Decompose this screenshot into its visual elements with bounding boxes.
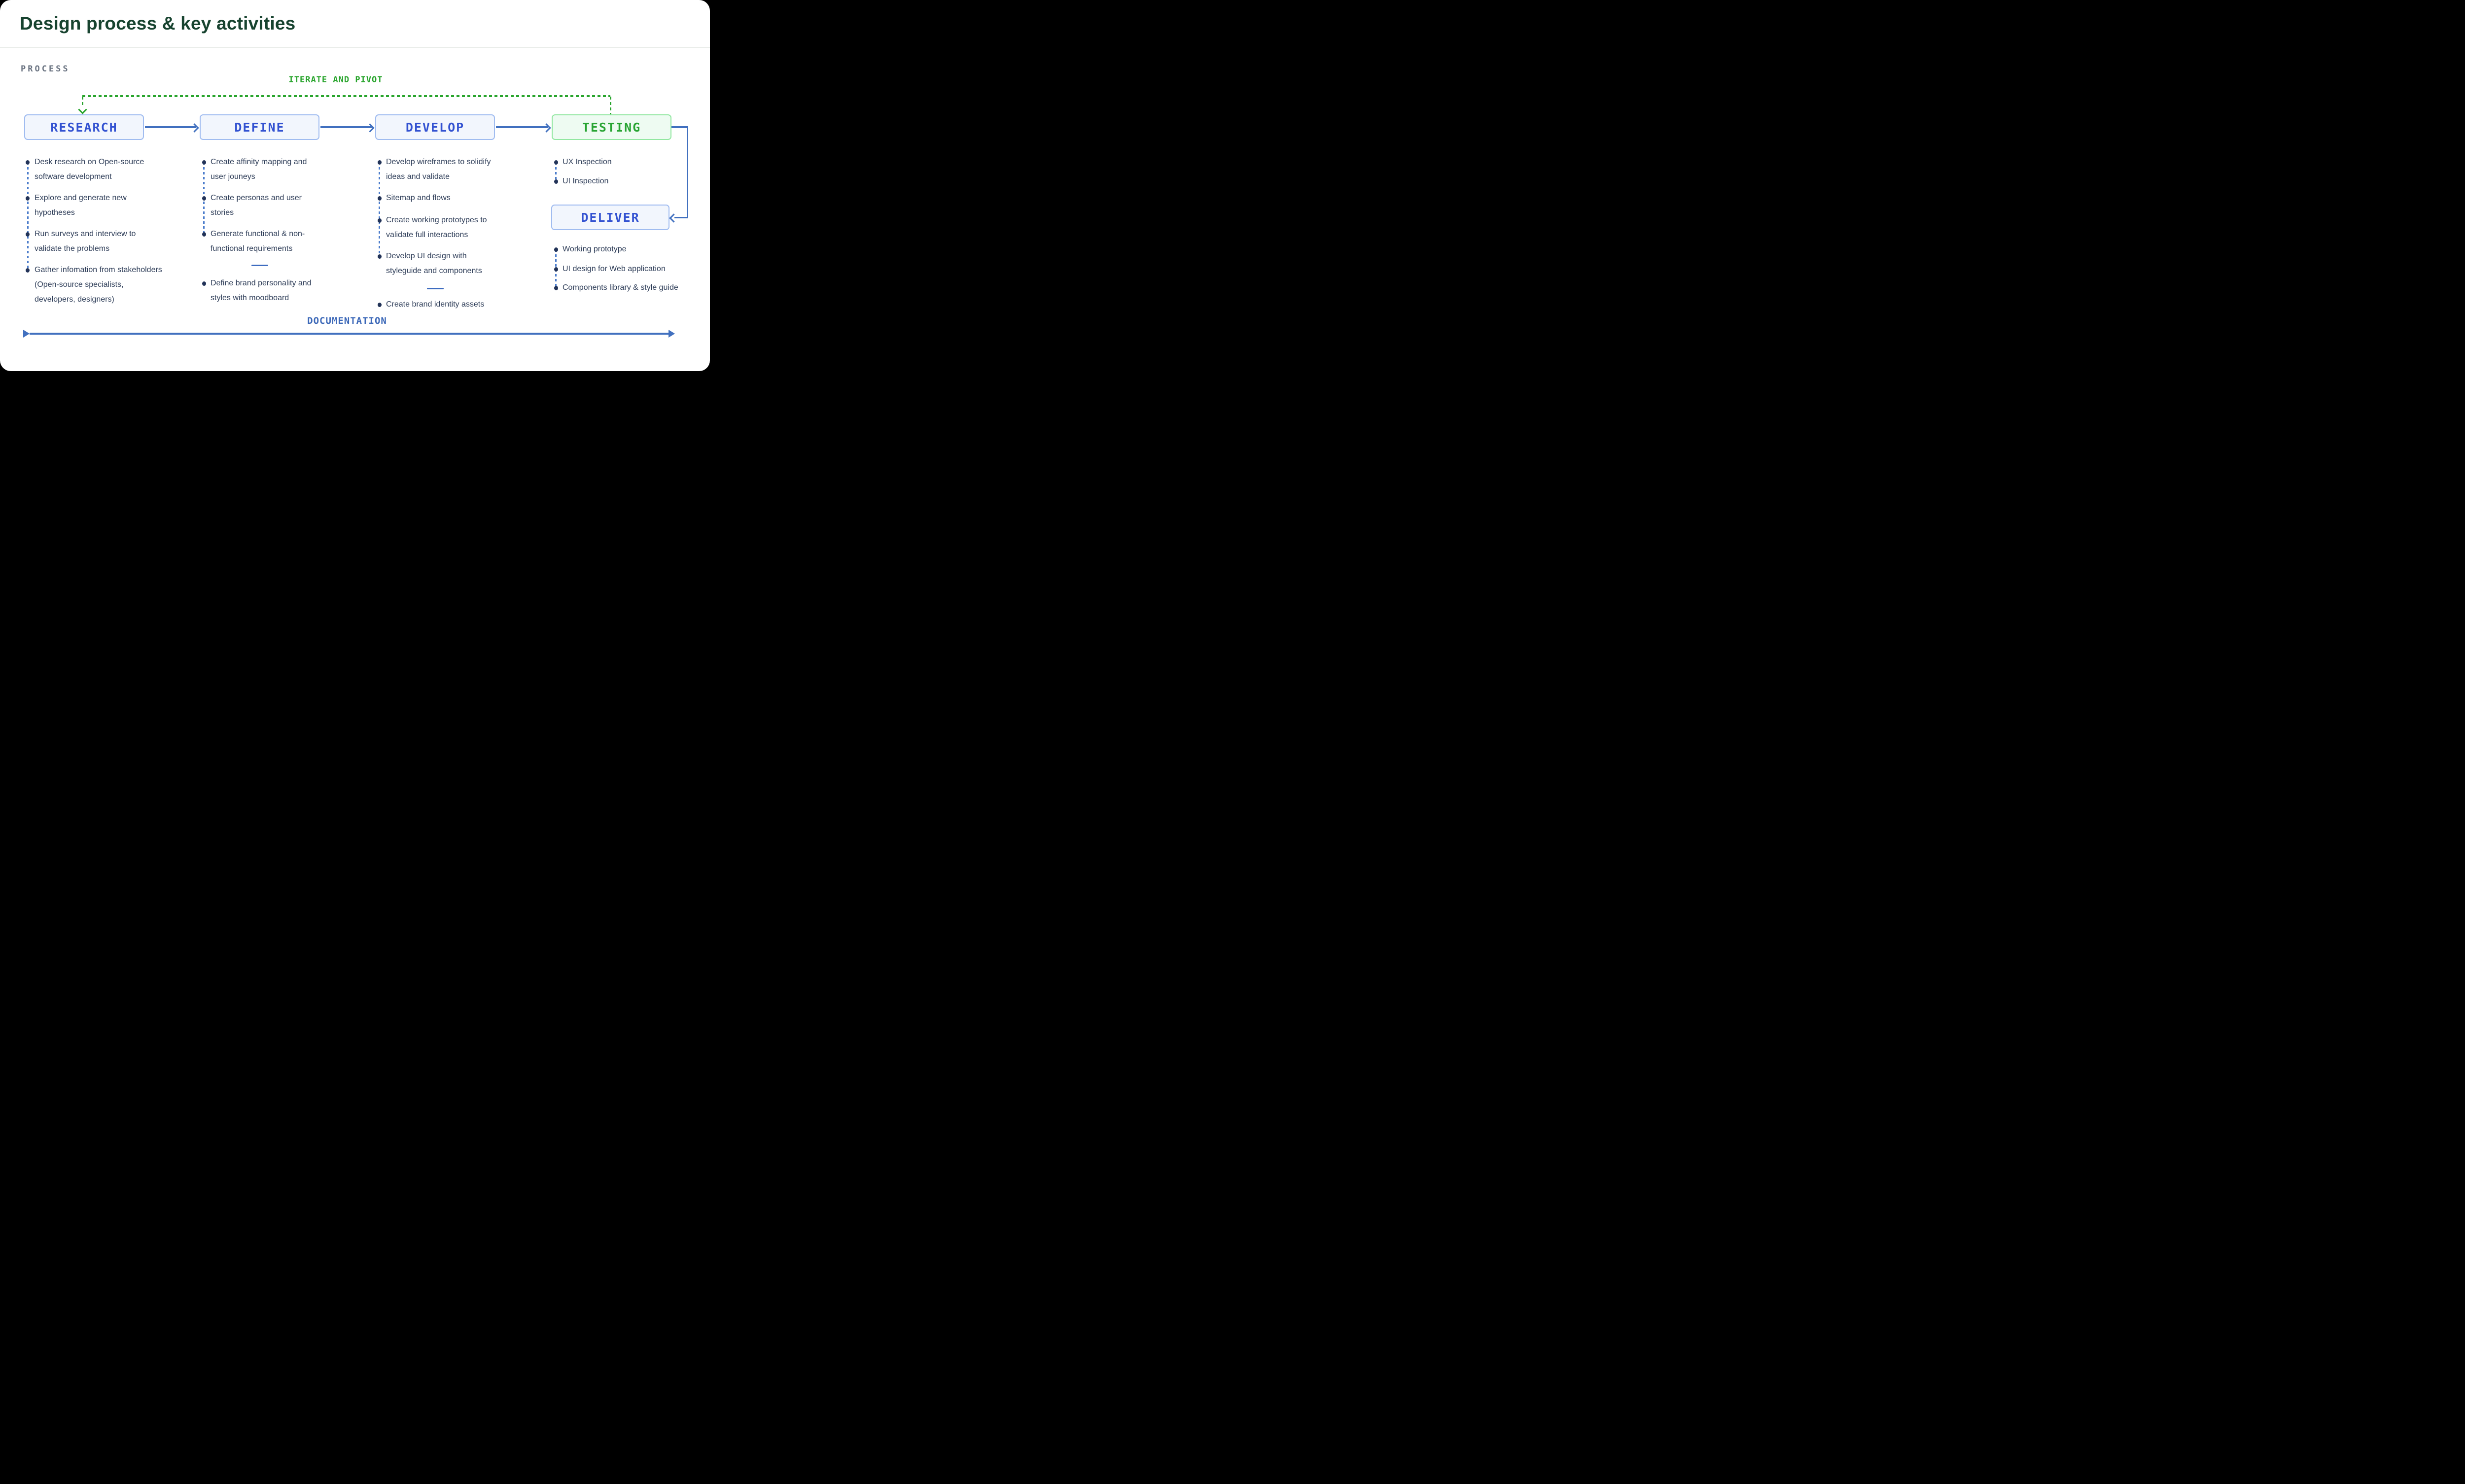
bullet-dot: [26, 268, 30, 273]
bullet-item: Define brand personality and styles with…: [211, 279, 312, 302]
bullet-dot: [26, 232, 30, 237]
connector-testing-deliver-top-segment: [671, 126, 688, 128]
bullet-item: UX Inspection: [563, 158, 612, 166]
documentation-arrow-head-icon: [669, 330, 675, 338]
bullet-item: UI Inspection: [563, 177, 609, 185]
bullet-item: Create personas and user stories: [211, 194, 302, 217]
bullet-dot: [202, 281, 206, 286]
iterate-loop-left-vertical-line: [81, 97, 83, 105]
bullet-item: Develop UI design with styleguide and co…: [386, 252, 482, 275]
bullet-dot: [26, 196, 30, 201]
iterate-loop-horizontal-line: [82, 95, 610, 97]
arrow-develop-to-testing-head-icon: [542, 123, 551, 133]
bullet-dot: [202, 196, 206, 201]
bullet-dot: [377, 254, 382, 259]
slide-card: Design process & key activities PROCESS …: [0, 0, 710, 371]
stage-box-research: RESEARCH: [24, 114, 144, 140]
bullet-item: Generate functional & non- functional re…: [211, 230, 305, 253]
bullet-item: Run surveys and interview to validate th…: [35, 230, 136, 253]
documentation-arrow-line: [30, 333, 669, 335]
bullet-dot: [554, 247, 558, 252]
bullet-dot: [377, 302, 382, 307]
arrow-define-to-develop-head-icon: [365, 123, 375, 133]
bullet-item: Create affinity mapping and user jouneys: [211, 158, 307, 181]
bullet-dot: [202, 232, 206, 237]
bullet-item: Develop wireframes to solidify ideas and…: [386, 158, 491, 181]
bullet-dot: [554, 160, 558, 165]
bullet-dot: [377, 160, 382, 165]
bullet-item: Working prototype: [563, 245, 627, 253]
bullet-item: Components library & style guide: [563, 283, 678, 292]
testing-bullet-connector: [555, 162, 557, 181]
stage-box-develop: DEVELOP: [375, 114, 495, 140]
bullet-dot: [554, 267, 558, 272]
develop-bullet-connector: [379, 162, 380, 256]
bullet-item: Sitemap and flows: [386, 194, 451, 202]
bullet-dot: [554, 179, 558, 184]
stage-box-testing: TESTING: [552, 114, 671, 140]
bullet-dot: [377, 196, 382, 201]
arrow-research-to-define-head-icon: [190, 123, 199, 133]
bullet-item: Explore and generate new hypotheses: [35, 194, 127, 217]
bullet-item: Desk research on Open-source software de…: [35, 158, 144, 181]
arrow-develop-to-testing-line: [496, 126, 548, 128]
bullet-dot: [554, 285, 558, 290]
bullet-item: UI design for Web application: [563, 265, 666, 273]
iterate-and-pivot-label: ITERATE AND PIVOT: [288, 75, 383, 85]
bullet-item: Create brand identity assets: [386, 300, 485, 309]
arrow-define-to-develop-line: [320, 126, 372, 128]
connector-testing-deliver-head-icon: [669, 213, 678, 223]
bullet-dot: [377, 218, 382, 223]
stage-box-define: DEFINE: [200, 114, 319, 140]
process-diagram: PROCESS ITERATE AND PIVOT RESEARCH DEFIN…: [0, 0, 710, 371]
connector-testing-deliver-vertical-segment: [686, 126, 688, 219]
iterate-loop-arrowhead-down-icon: [78, 105, 87, 114]
arrow-research-to-define-line: [145, 126, 196, 128]
connector-testing-deliver-bottom-segment: [674, 216, 687, 219]
slide-header: Design process & key activities: [0, 0, 710, 48]
page-title: Design process & key activities: [20, 13, 296, 34]
bullet-item: Gather infomation from stakeholders (Ope…: [35, 266, 162, 304]
bullet-dot: [202, 160, 206, 165]
iterate-loop-right-vertical-line: [609, 97, 611, 114]
bullet-item: Create working prototypes to validate fu…: [386, 216, 487, 239]
bullet-dot: [26, 160, 30, 165]
develop-list-divider: [427, 287, 444, 289]
documentation-arrow-start-icon: [23, 330, 30, 338]
stage-box-deliver: DELIVER: [551, 205, 669, 230]
research-bullet-connector: [27, 162, 29, 270]
documentation-label: DOCUMENTATION: [307, 315, 387, 326]
define-list-divider: [251, 264, 268, 266]
process-section-label: PROCESS: [21, 64, 70, 74]
